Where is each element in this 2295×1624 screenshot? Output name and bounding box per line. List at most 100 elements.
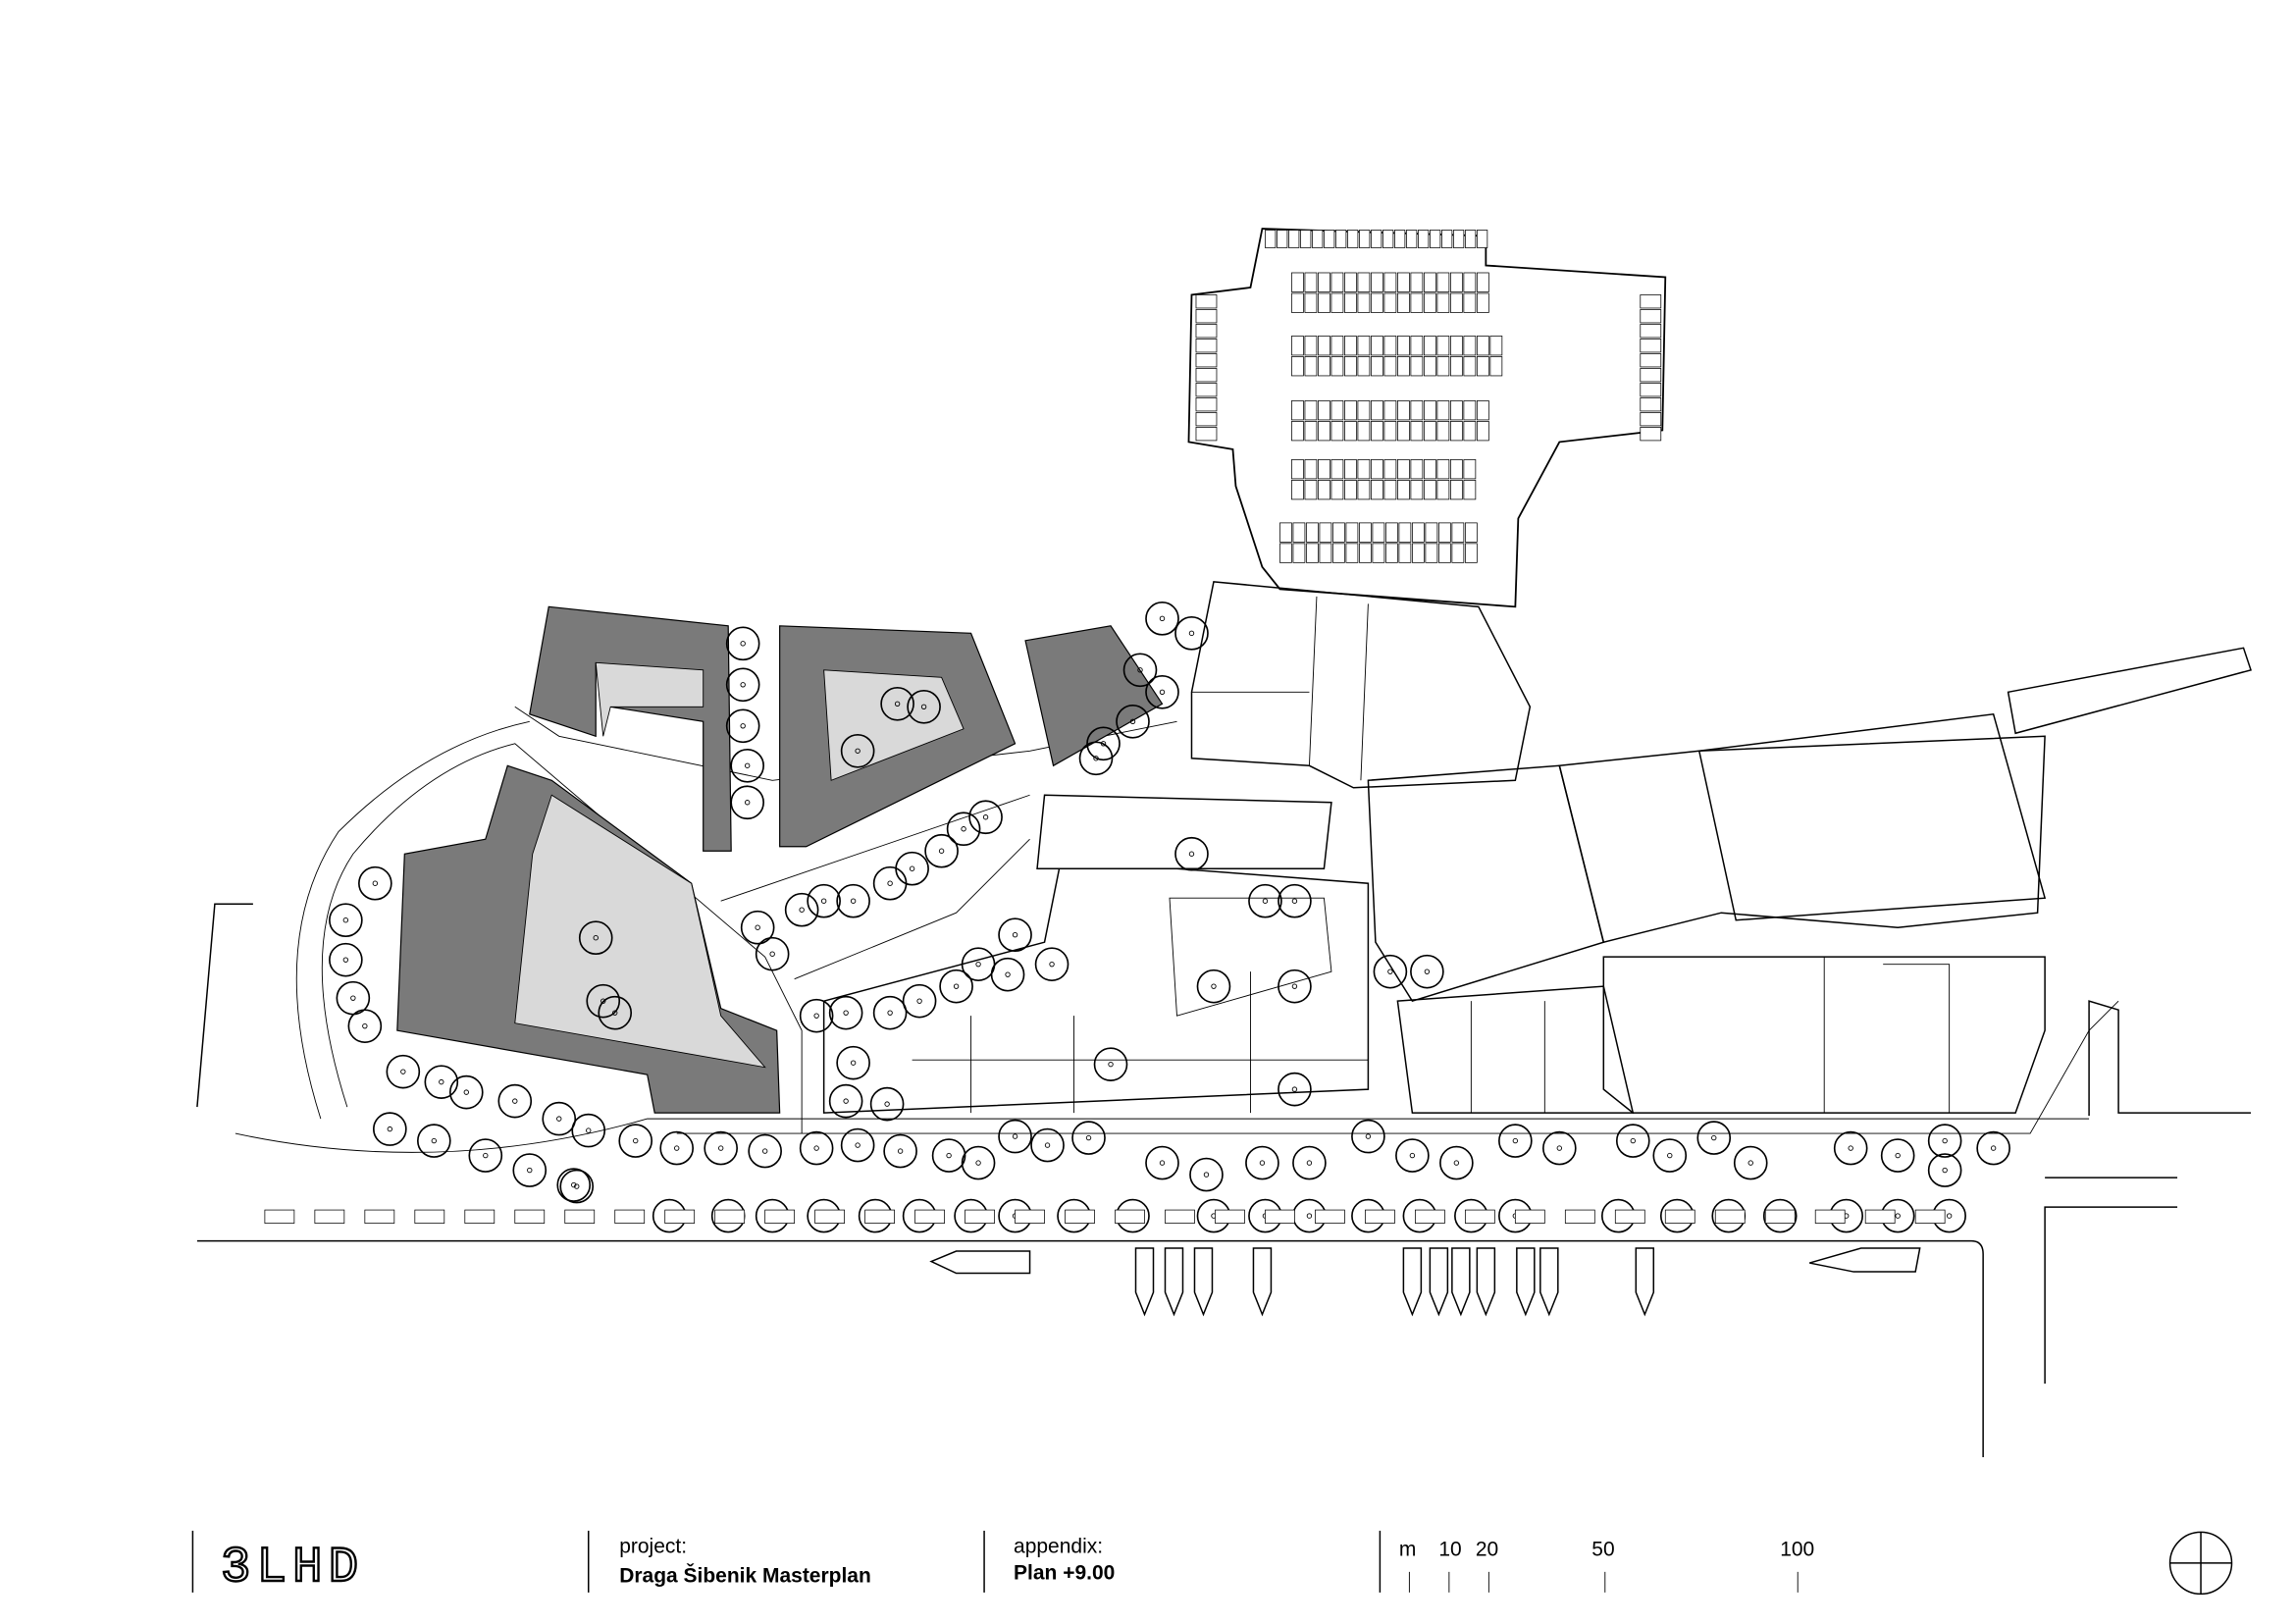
tree-trunk [400, 1069, 406, 1074]
scale-bar: m 10 20 50 100 [1399, 1538, 1814, 1593]
boat-icon [1164, 1247, 1184, 1317]
tree-trunk [1159, 1160, 1166, 1166]
tree-trunk [887, 880, 893, 886]
tree-icon [968, 800, 1003, 835]
tree-icon [448, 1074, 484, 1110]
parking-space [1383, 272, 1397, 292]
parking-space [1383, 336, 1397, 356]
tree-icon [559, 1169, 595, 1204]
kiosk [1514, 1209, 1545, 1224]
tree-icon [907, 689, 941, 724]
tree-trunk [761, 1148, 768, 1154]
tree-trunk [1291, 983, 1298, 989]
tree-icon [1086, 726, 1121, 761]
parking-space [1464, 522, 1478, 543]
tree-icon [1351, 1119, 1385, 1154]
parking-space [1463, 421, 1477, 442]
parking-space [1424, 272, 1436, 292]
parking-space [1292, 543, 1306, 563]
tree-icon [840, 1127, 875, 1163]
parking-space [1291, 459, 1304, 480]
parking-space [1383, 421, 1397, 442]
parking-space [1319, 522, 1332, 543]
parking-space [1371, 400, 1383, 421]
parking-space [1359, 230, 1371, 248]
tree-icon [1174, 836, 1209, 871]
tree-icon [1278, 883, 1312, 918]
appendix-label: appendix: [1014, 1535, 1103, 1557]
tree-icon [998, 1119, 1032, 1154]
tree-trunk [961, 826, 966, 832]
kiosks [264, 1209, 1946, 1224]
scale-tick-label: 100 [1780, 1538, 1814, 1560]
tree-icon [416, 1124, 451, 1158]
scale-tick-label: 50 [1591, 1538, 1614, 1560]
parking-space [1463, 356, 1477, 377]
parking-space [1304, 336, 1318, 356]
parking-space [1318, 400, 1330, 421]
parking-space [1292, 522, 1306, 543]
tree-icon [1833, 1130, 1868, 1166]
kiosk [914, 1209, 945, 1224]
parking-space [1318, 421, 1330, 442]
parking-space [1385, 522, 1398, 543]
kiosk [1914, 1209, 1946, 1224]
parking-space [1371, 480, 1383, 500]
parking-space [1463, 272, 1477, 292]
tree-icon [807, 883, 841, 918]
parking-space [1424, 459, 1436, 480]
parking-space [1449, 480, 1463, 500]
parking-space [1344, 292, 1357, 313]
tree-icon [386, 1054, 421, 1089]
parking-space [1640, 353, 1662, 368]
tree-trunk [574, 1183, 580, 1189]
kiosk [1115, 1209, 1145, 1224]
tree-icon [880, 686, 914, 721]
tree-icon [329, 942, 363, 977]
parking-space [1437, 543, 1451, 563]
tree-icon [799, 998, 834, 1033]
roads-and-quay [196, 647, 2252, 1457]
parking-space [1372, 522, 1385, 543]
parking-space [1195, 397, 1218, 412]
tree-trunk [1365, 1133, 1372, 1139]
kiosk [464, 1209, 496, 1224]
parking-space [1451, 543, 1465, 563]
tree-icon [1034, 947, 1069, 982]
tree-trunk [1159, 689, 1166, 696]
tree-icon [1292, 1145, 1327, 1180]
parking-space [1436, 356, 1450, 377]
kiosk [1315, 1209, 1345, 1224]
kiosk [965, 1209, 995, 1224]
kiosk [1265, 1209, 1295, 1224]
tree-trunk [586, 1127, 592, 1133]
tree-icon [358, 865, 392, 901]
tree-trunk [1137, 667, 1143, 673]
parking-space [1304, 480, 1318, 500]
kiosk [1165, 1209, 1195, 1224]
tree-trunk [1044, 1142, 1051, 1148]
tree-trunk [483, 1152, 489, 1159]
tree-trunk [571, 1181, 577, 1188]
parking-space [1640, 294, 1662, 309]
tree-icon [618, 1124, 653, 1158]
parking-space [1410, 400, 1424, 421]
parking-space [1397, 336, 1410, 356]
tree-icon [1278, 1072, 1312, 1107]
tree-icon [1145, 674, 1179, 709]
tree-icon [586, 983, 621, 1019]
title-block: 3LHD project: Draga Šibenik Masterplan a… [191, 1530, 2233, 1598]
kiosk [1614, 1209, 1645, 1224]
tree-trunk [855, 1142, 861, 1148]
tree-trunk [884, 1101, 890, 1107]
parking-space [1330, 272, 1344, 292]
parking-space [1397, 272, 1410, 292]
boat-icon [1635, 1247, 1655, 1317]
tree-icon [556, 1168, 592, 1202]
parking-space [1288, 230, 1300, 248]
tree-icon [725, 708, 760, 744]
parking-space [1410, 336, 1424, 356]
tree-icon [730, 785, 764, 820]
parking-space [1410, 459, 1424, 480]
